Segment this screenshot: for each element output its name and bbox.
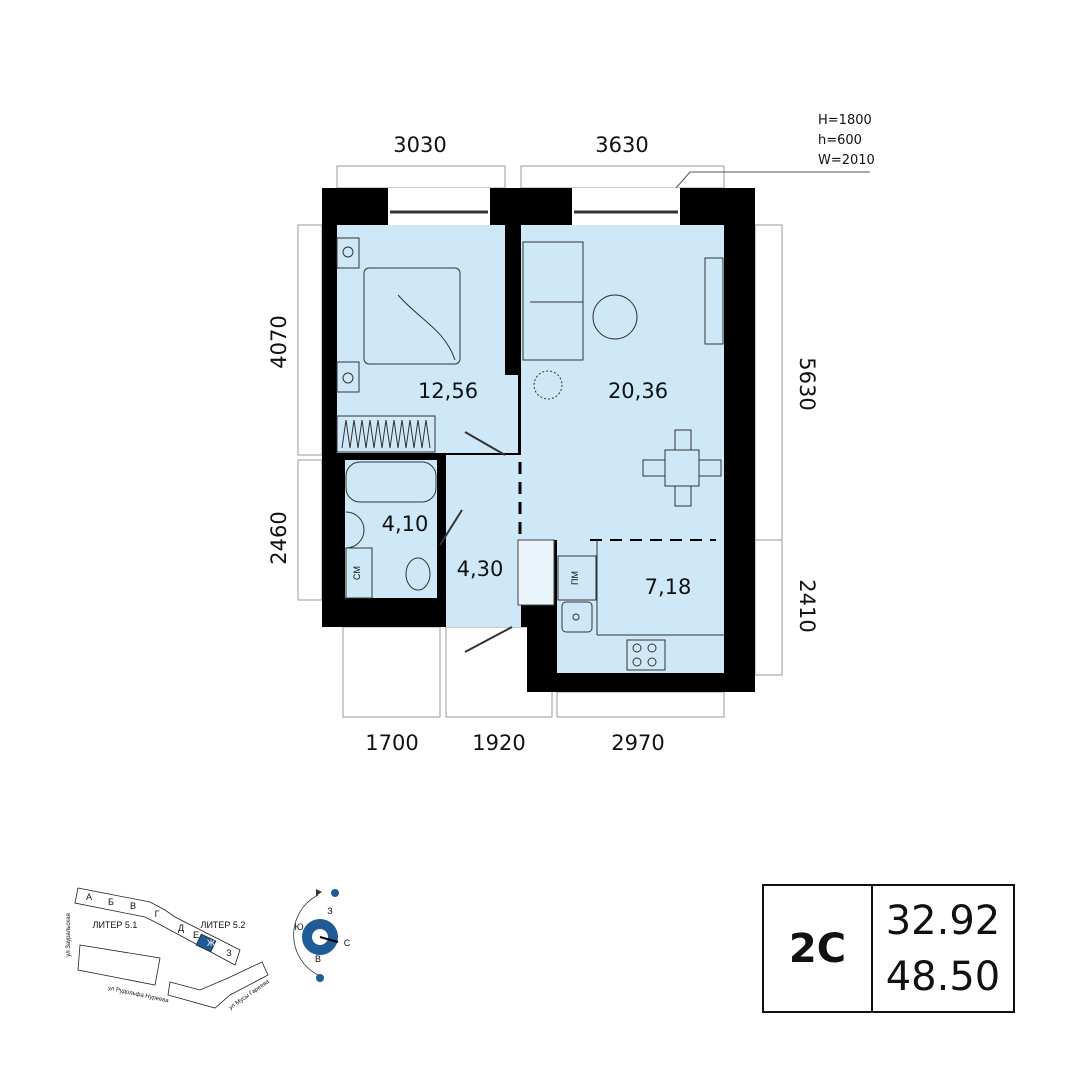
compass-south: Ю xyxy=(294,922,303,932)
area-living: 20,36 xyxy=(608,379,668,403)
compass-east: В xyxy=(315,954,321,964)
washer-label: СМ xyxy=(352,566,362,580)
dim-left-upper: 4070 xyxy=(267,315,291,368)
room-bedroom xyxy=(337,225,505,453)
street-2: ул Рудольфа Нуреева xyxy=(107,986,169,1005)
room-bathroom xyxy=(345,460,437,598)
dim-left-lower: 2460 xyxy=(267,511,291,564)
dishwasher xyxy=(557,555,597,601)
dim-top-left: 3030 xyxy=(393,133,446,157)
dim-right-upper: 5630 xyxy=(795,357,819,410)
section-d: Д xyxy=(178,923,184,933)
plant-icon xyxy=(533,370,563,400)
total-area: 48.50 xyxy=(885,953,1001,1000)
dim-top-right: 3630 xyxy=(595,133,648,157)
compass-north: С xyxy=(344,938,351,948)
dim-right-lower: 2410 xyxy=(795,579,819,632)
liter-5-2: ЛИТЕР 5.2 xyxy=(201,920,246,930)
window-note-H: H=1800 xyxy=(818,113,872,128)
compass-west: З xyxy=(327,906,332,916)
coffee-table xyxy=(592,294,638,340)
section-v: В xyxy=(130,901,136,911)
window-note-h: h=600 xyxy=(818,133,862,148)
window-bedroom xyxy=(388,188,490,226)
toilet xyxy=(405,557,431,591)
site-map xyxy=(74,887,269,1009)
bathtub xyxy=(345,461,437,503)
washer xyxy=(345,547,373,599)
liter-5-1: ЛИТЕР 5.1 xyxy=(93,920,138,930)
furniture xyxy=(336,237,724,671)
living-area: 32.92 xyxy=(885,897,1001,944)
compass xyxy=(293,889,339,982)
room-hall xyxy=(446,455,521,627)
window-note-W: W=2010 xyxy=(818,153,875,168)
stove xyxy=(626,639,666,671)
section-zh: Ж xyxy=(207,938,216,948)
street-1: ул Зауральская xyxy=(66,913,72,957)
tv xyxy=(704,257,724,345)
area-bedroom: 12,56 xyxy=(418,379,478,403)
section-z: З xyxy=(226,948,231,958)
kitchen-sink xyxy=(561,601,593,633)
sun-icon xyxy=(331,889,339,897)
section-a: А xyxy=(86,892,92,902)
area-kitchen: 7,18 xyxy=(645,575,692,599)
area-bathroom: 4,10 xyxy=(382,512,429,536)
wardrobe-bedroom xyxy=(336,415,436,453)
section-g: Г xyxy=(155,909,160,919)
area-hall: 4,30 xyxy=(457,557,504,581)
bed xyxy=(363,267,461,365)
wardrobe-hall xyxy=(517,539,555,606)
dim-bottom-mid: 1920 xyxy=(472,731,525,755)
dim-bottom-right: 2970 xyxy=(611,731,664,755)
dishwasher-label: ПМ xyxy=(570,571,580,585)
window-living xyxy=(572,188,680,226)
dim-bottom-left: 1700 xyxy=(365,731,418,755)
section-b: Б xyxy=(108,897,114,907)
room-living xyxy=(521,225,724,540)
room-kitchen xyxy=(557,540,724,673)
sofa xyxy=(522,241,584,361)
sink-bathroom xyxy=(345,511,365,549)
sun-icon xyxy=(316,974,324,982)
apartment-type: 2С xyxy=(764,886,873,1011)
apartment-summary: 2С 32.92 48.50 xyxy=(762,884,1015,1013)
section-e: Е xyxy=(193,930,199,940)
